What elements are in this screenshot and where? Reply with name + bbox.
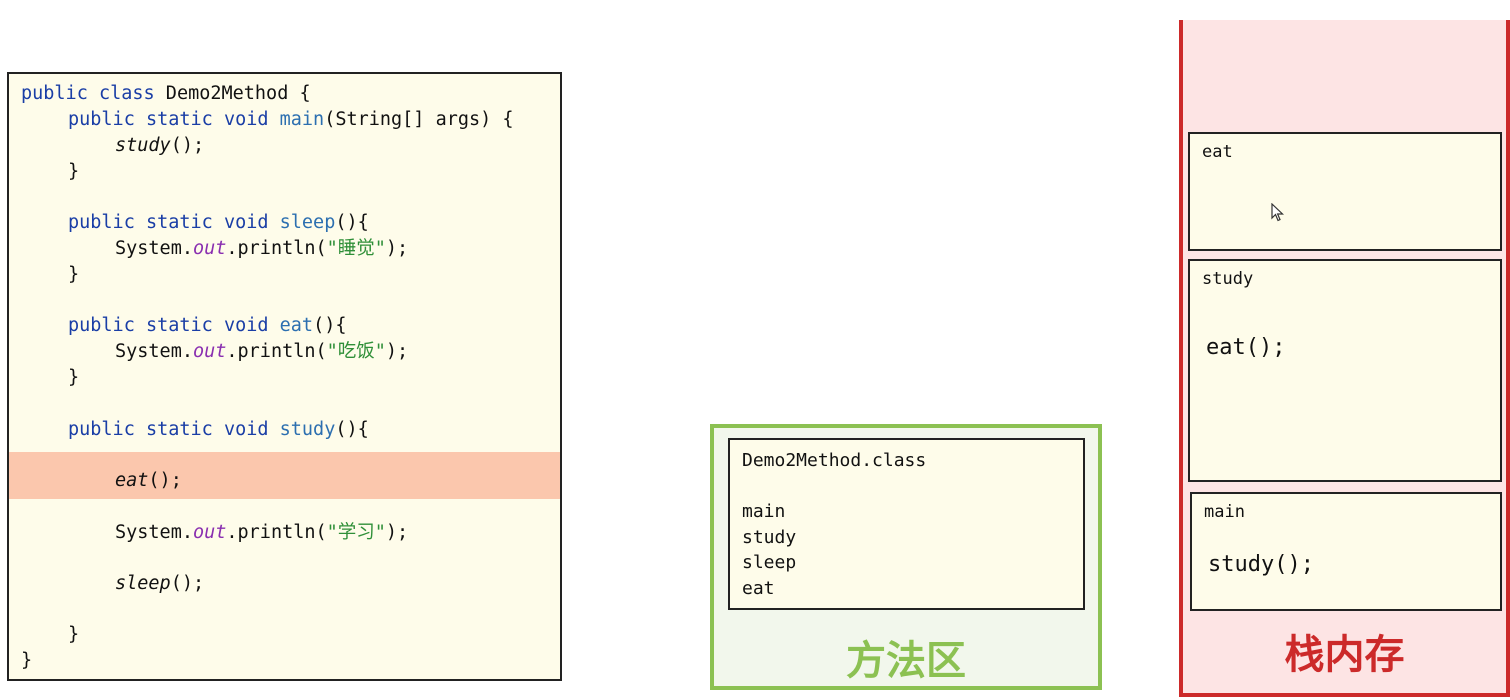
code-line: public static void study(){ [68,419,369,440]
current-line-highlight [9,452,560,499]
code-line: } [68,367,80,388]
stack-frame-main: main study(); [1190,492,1502,611]
stack-frame-eat: eat [1188,132,1502,251]
frame-call: study(); [1208,552,1314,577]
method-area-label: 方法区 [846,638,966,684]
stack-memory-label: 栈内存 [1284,632,1405,678]
method-entry: eat [742,577,775,599]
code-line: public static void sleep(){ [68,212,369,233]
code-line: } [21,650,33,671]
code-line: sleep(); [115,573,205,594]
stack-memory: eat study eat(); main study(); 栈内存 [1179,20,1510,697]
code-line: } [68,624,80,645]
method-entry: study [742,526,797,548]
method-entry: main [742,501,786,522]
frame-title: main [1204,502,1245,522]
code-line: public static void main(String[] args) { [68,109,514,130]
frame-title: study [1202,269,1254,289]
mouse-cursor-icon [1271,202,1285,227]
stack-frame-study: study eat(); [1188,259,1502,482]
frame-title: eat [1202,142,1233,162]
class-name: Demo2Method.class [742,450,927,471]
frame-call: eat(); [1206,335,1286,360]
method-area: Demo2Method.class main study sleep eat 方… [710,424,1102,690]
code-line: System.out.println("学习"); [115,522,409,543]
code-line: public static void eat(){ [68,315,347,336]
code-panel: public class Demo2Method { public static… [7,72,562,681]
code-line: } [68,161,80,182]
code-line: } [68,264,80,285]
code-line: public class Demo2Method { [21,83,311,104]
code-line-highlighted: eat(); [115,470,182,491]
code-line: study(); [115,135,205,156]
code-line: System.out.println("睡觉"); [115,238,409,259]
method-entry: sleep [742,552,797,573]
class-box: Demo2Method.class main study sleep eat [728,438,1085,610]
code-line: System.out.println("吃饭"); [115,341,409,362]
